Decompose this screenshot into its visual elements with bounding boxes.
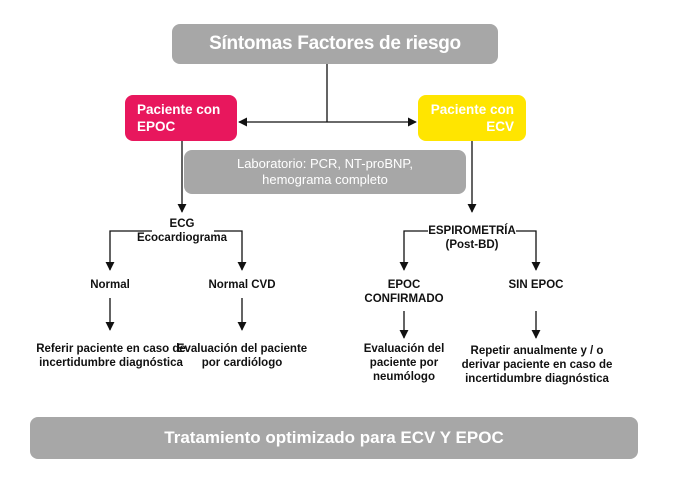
patient-epoc-label: Paciente con EPOC — [137, 102, 221, 134]
normal-cvd-outcome-label: Normal CVD — [208, 279, 276, 291]
laboratory-box: Laboratorio: PCR, NT-proBNP, hemograma c… — [184, 150, 466, 194]
right-split-right — [516, 230, 541, 271]
echocardiogram-label: Ecocardiograma — [136, 232, 228, 244]
normal-outcome-label: Normal — [90, 279, 130, 291]
patient-ecv-box: Paciente con ECV — [418, 95, 526, 141]
optimized-treatment-label: Tratamiento optimizado para ECV Y EPOC — [164, 428, 504, 447]
left-split-left — [105, 230, 152, 271]
symptoms-risk-factors-label: Síntomas Factores de riesgo — [209, 33, 461, 54]
right-split-left — [399, 230, 428, 271]
refer-patient-action: Referir paciente en caso de incertidumbr… — [36, 343, 186, 369]
patient-epoc-box: Paciente con EPOC — [125, 95, 237, 141]
cardiologist-evaluation-action: Evaluación del paciente por cardiólogo — [176, 343, 308, 369]
patient-ecv-label: Paciente con ECV — [430, 102, 514, 134]
pulmonologist-evaluation-action: Evaluación del paciente por neumólogo — [363, 343, 445, 383]
ecg-label: ECG — [169, 218, 195, 230]
ecg-echo-test-label: ECG Ecocardiograma — [128, 217, 236, 245]
post-bd-label: (Post-BD) — [445, 239, 499, 251]
laboratory-label: Laboratorio: PCR, NT-proBNP, hemograma c… — [236, 156, 414, 187]
optimized-treatment-box: Tratamiento optimizado para ECV Y EPOC — [30, 417, 638, 459]
left-split-right — [214, 230, 247, 271]
copd-confirmed-outcome-label: EPOC CONFIRMADO — [364, 279, 444, 305]
no-copd-outcome-label: SIN EPOC — [508, 279, 564, 291]
symptoms-risk-factors-box: Síntomas Factores de riesgo — [172, 24, 498, 64]
repeat-annually-action: Repetir anualmente y / o derivar pacient… — [461, 345, 613, 385]
spirometry-test-label: ESPIROMETRÍA (Post-BD) — [422, 224, 522, 252]
spirometry-label: ESPIROMETRÍA — [428, 225, 516, 237]
